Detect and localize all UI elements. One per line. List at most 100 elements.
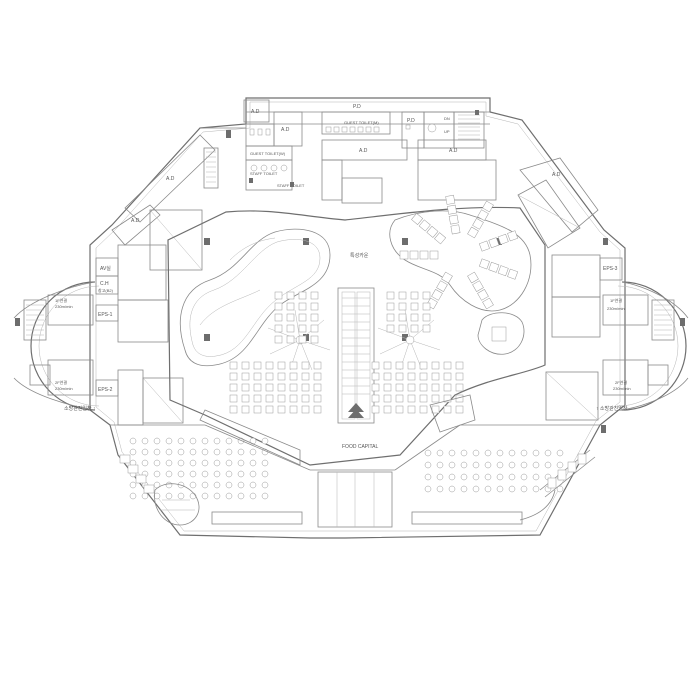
table [448,449,456,457]
table [265,383,274,392]
table [225,437,233,445]
table [496,485,504,493]
table [422,324,431,333]
table [407,361,416,370]
table [165,437,173,445]
table [277,383,286,392]
stair-1f-left-label: 1F연결 [55,297,67,303]
table [189,470,197,478]
table [407,394,416,403]
stair-2f-right-speed: 230m/min [613,386,631,391]
table [129,448,137,456]
ad-left-lower-label: A.D [131,218,140,224]
table [532,449,540,457]
table [448,473,456,481]
table [508,449,516,457]
table [455,372,464,381]
table [410,324,419,333]
right-service-rooms: A.D EPS-3 [517,157,623,433]
table [508,485,516,493]
table [201,459,209,467]
table [153,492,161,500]
table [274,313,283,322]
table [213,481,221,489]
table [407,405,416,414]
table [532,473,540,481]
table [301,361,310,370]
table [556,449,564,457]
table [265,372,274,381]
table [289,372,298,381]
table [496,461,504,469]
stair-2f-left-label: 2F연결 [55,379,67,385]
table [177,470,185,478]
table [141,437,149,445]
table [253,394,262,403]
table [419,394,428,403]
table [141,459,149,467]
table-grid-south-left [129,437,269,500]
table [274,291,283,300]
stair-2f-left-speed: 230m/min [55,386,73,391]
table [253,372,262,381]
table [298,291,307,300]
up-label: UP [444,129,450,134]
table-grid-central-right [371,361,464,414]
table [410,291,419,300]
table [443,361,452,370]
table [201,448,209,456]
table [407,383,416,392]
table-grid-upper-right [386,291,431,333]
table [265,405,274,414]
table [289,361,298,370]
table [313,405,322,414]
table [460,473,468,481]
table [265,361,274,370]
table [310,313,319,322]
table [496,449,504,457]
table [229,361,238,370]
table [472,449,480,457]
table [431,405,440,414]
table [386,302,395,311]
table [237,459,245,467]
table [274,324,283,333]
table [261,481,269,489]
table [436,461,444,469]
table [313,383,322,392]
table [532,461,540,469]
table [225,470,233,478]
table [424,449,432,457]
table [189,481,197,489]
table [165,470,173,478]
table [286,291,295,300]
table [301,383,310,392]
table [153,437,161,445]
table [431,394,440,403]
table [395,383,404,392]
table [225,481,233,489]
left-service-rooms: AV실 C.H 창고(B2) EPS-1 EPS-2 [95,257,184,426]
table [383,361,392,370]
table [484,449,492,457]
table [544,461,552,469]
table [286,313,295,322]
table [277,405,286,414]
table [484,473,492,481]
fire-entry-left: 소방관진입창 ↑ [64,405,96,412]
table [225,448,233,456]
table [165,459,173,467]
table [298,313,307,322]
ad-right-diag-label: A.D [552,172,561,178]
table [241,383,250,392]
escalator-steps [342,297,370,395]
table [153,459,161,467]
table [249,459,257,467]
table [310,302,319,311]
table [455,383,464,392]
table [298,335,307,344]
table [141,492,149,500]
table [298,324,307,333]
table [237,481,245,489]
